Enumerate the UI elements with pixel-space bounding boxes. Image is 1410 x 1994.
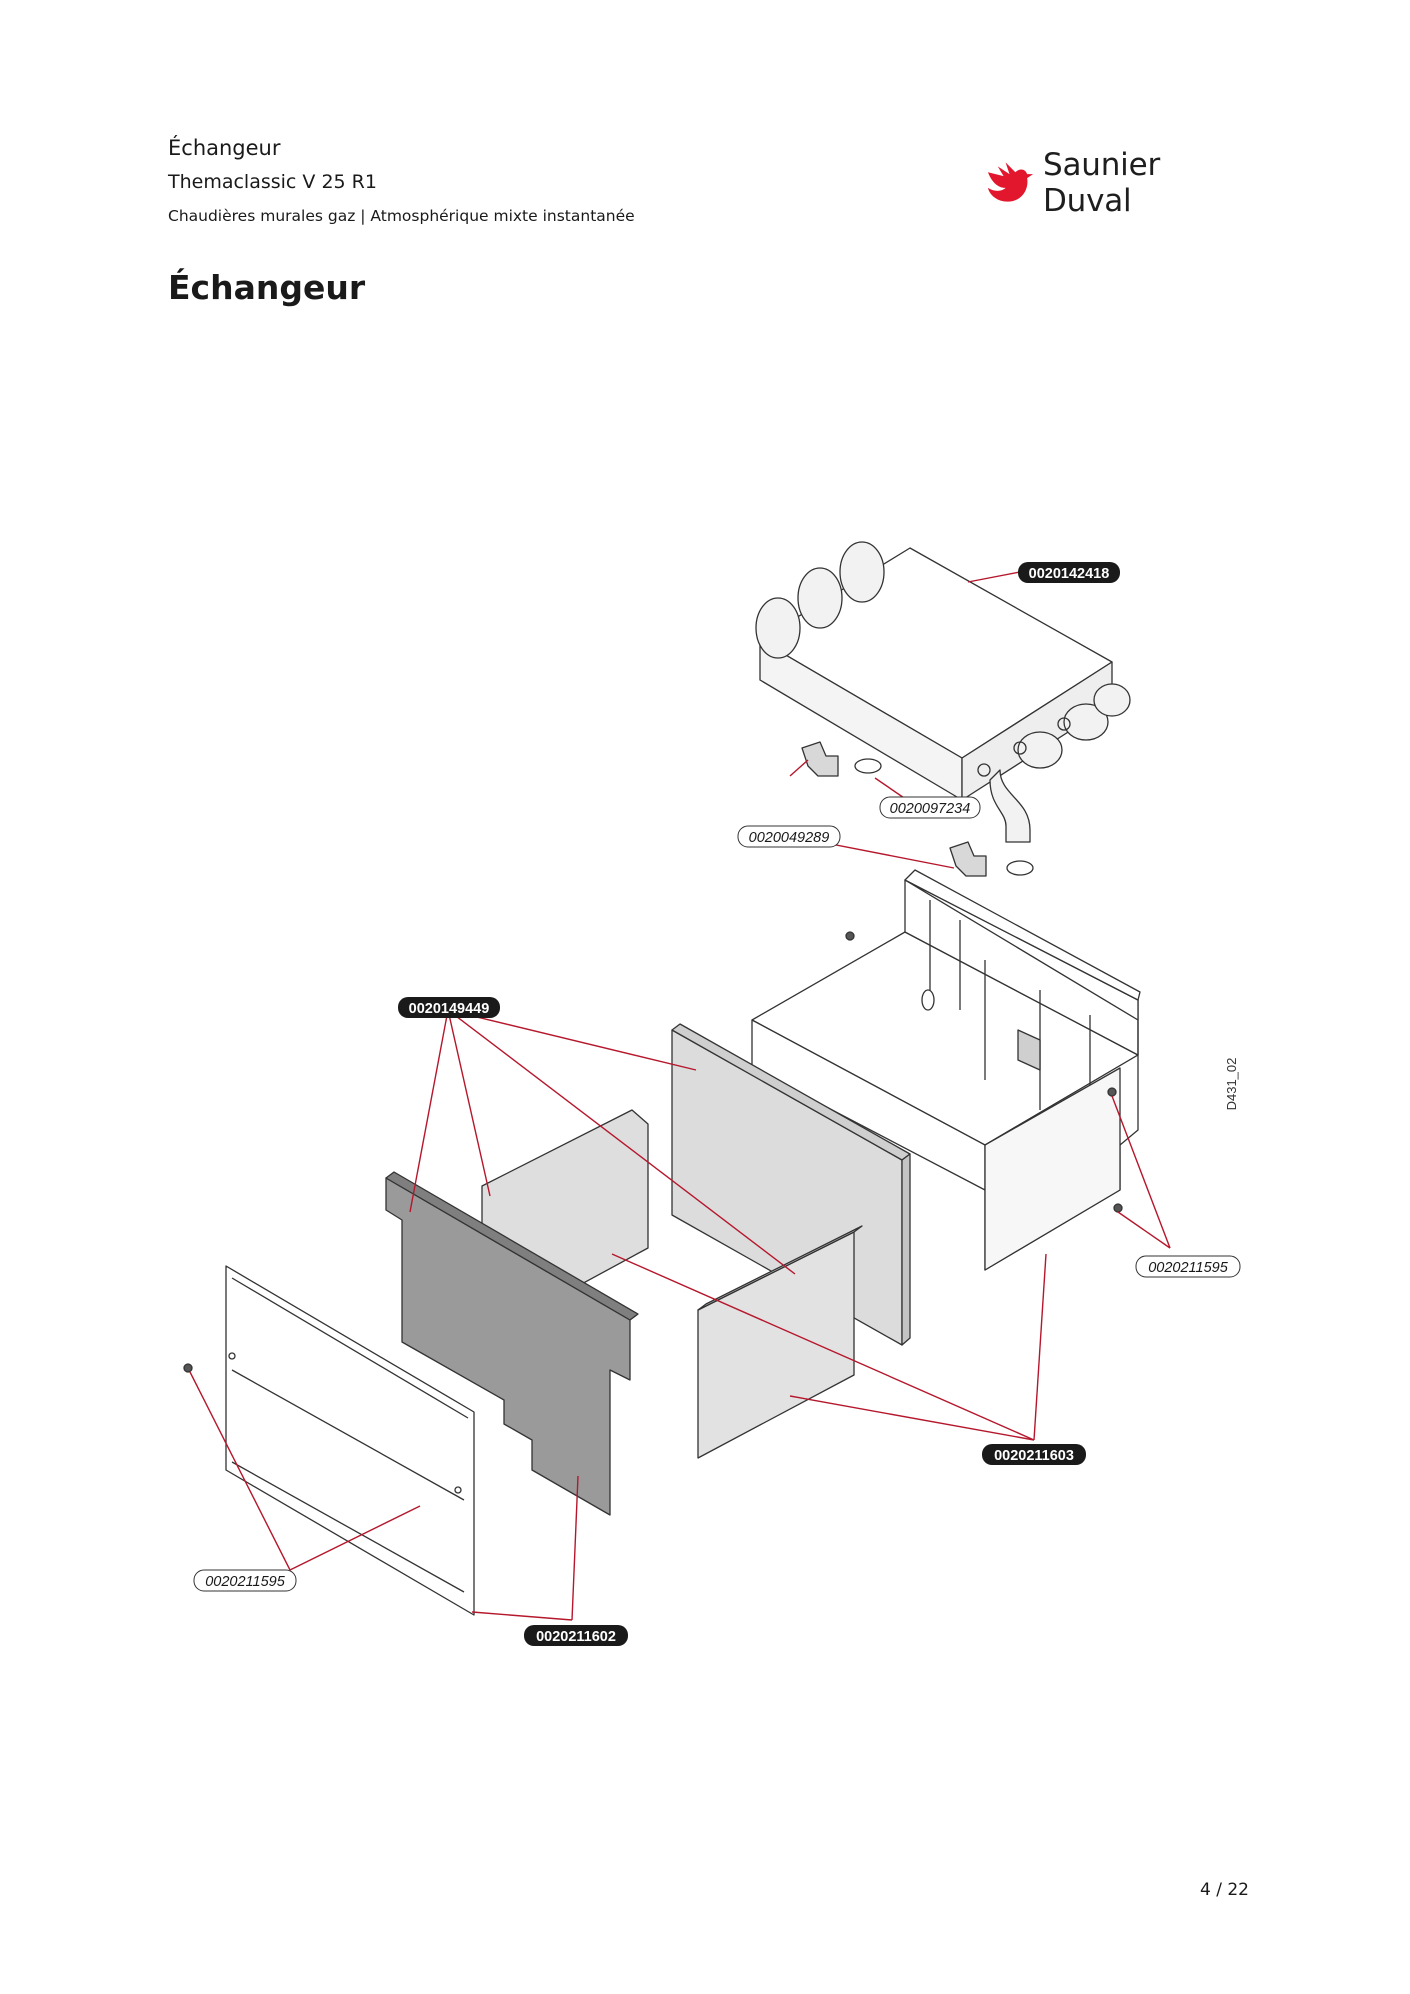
callout-insulation-panel-side: 0020211603 xyxy=(994,1448,1074,1464)
callout-screw-left: 0020211595 xyxy=(205,1574,286,1590)
callout-heat-exchanger: 0020142418 xyxy=(1029,566,1110,582)
callout-o-ring: 0020097234 xyxy=(890,801,971,817)
callout-clip: 0020049289 xyxy=(749,830,830,846)
clip-part xyxy=(801,741,987,877)
heat-exchanger-part xyxy=(755,541,1131,843)
header-title: Échangeur xyxy=(168,136,281,160)
header-subtitle: Chaudières murales gaz | Atmosphérique m… xyxy=(168,207,635,225)
o-ring-part xyxy=(1006,860,1034,876)
page-title: Échangeur xyxy=(168,268,366,307)
callout-insulation-panel: 0020149449 xyxy=(409,1001,490,1017)
front-panel-part xyxy=(225,1265,475,1616)
page-number: 4 / 22 xyxy=(1200,1880,1249,1900)
o-ring-part xyxy=(854,758,882,774)
header-model: Themaclassic V 25 R1 xyxy=(168,171,377,193)
chamber-frame-part xyxy=(751,869,1141,1271)
callout-front-panel: 0020211602 xyxy=(536,1629,616,1645)
callout-screw-right: 0020211595 xyxy=(1148,1260,1229,1276)
brand-name: Saunier Duval xyxy=(1043,147,1160,219)
brand: Saunier Duval xyxy=(984,147,1254,219)
dark-insulation-panel xyxy=(385,1177,631,1516)
drawing-reference: D431_02 xyxy=(1224,1058,1239,1111)
bird-logo-icon xyxy=(987,162,1034,202)
